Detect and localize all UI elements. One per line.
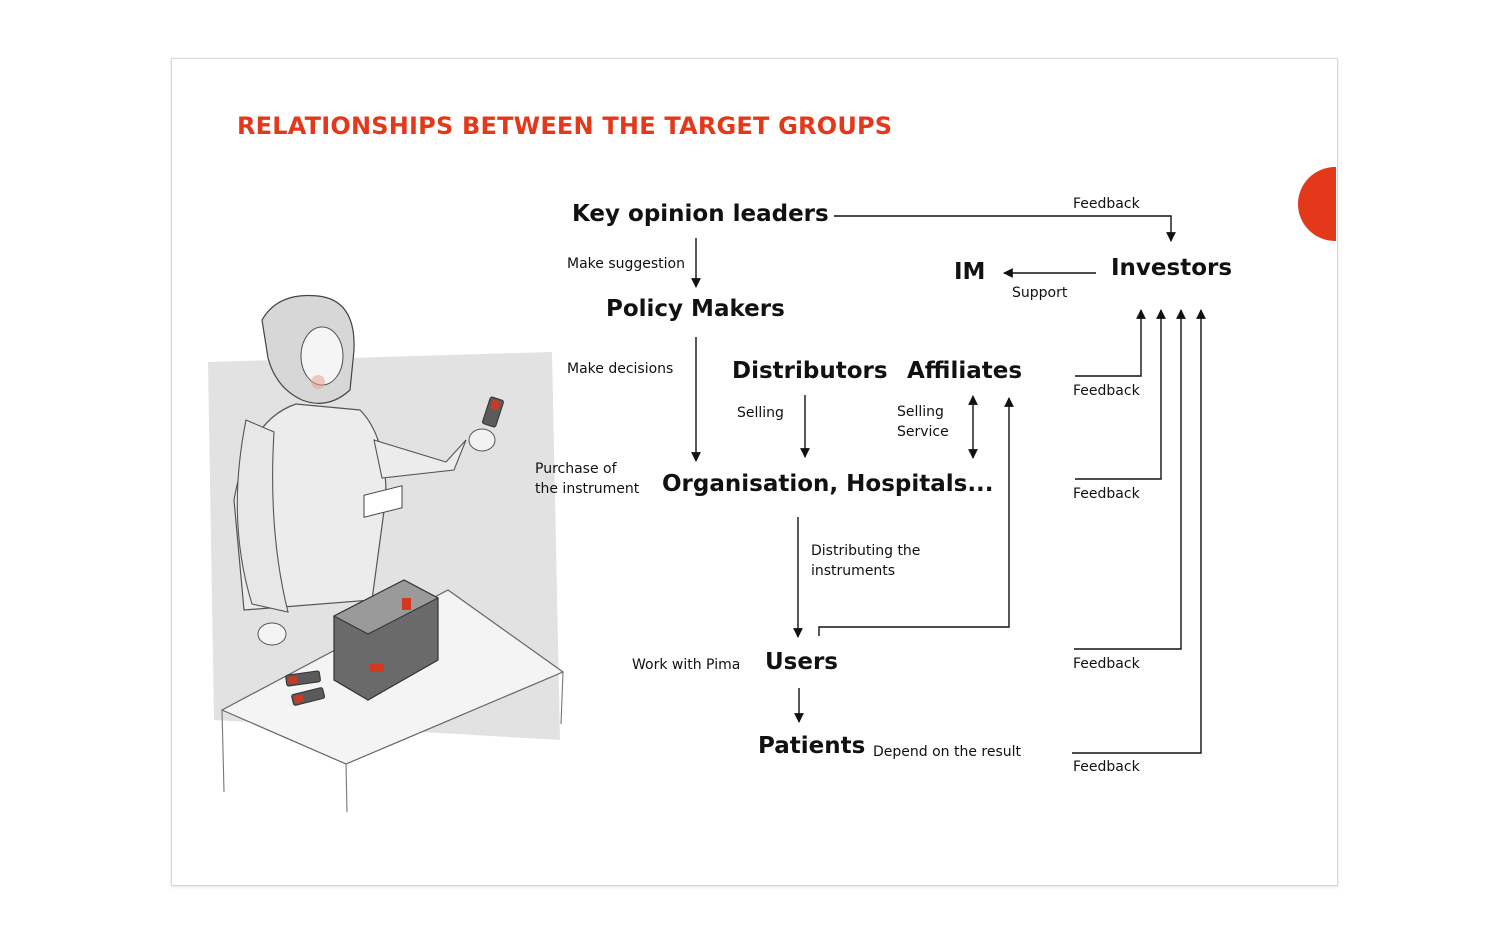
label-feedback-kol: Feedback [1073, 196, 1140, 212]
node-patients: Patients [758, 733, 866, 759]
node-policy-makers: Policy Makers [606, 296, 785, 322]
label-feedback-patients: Feedback [1073, 759, 1140, 775]
node-users: Users [765, 649, 838, 675]
label-work-with-pima: Work with Pima [632, 657, 741, 673]
arrow-kol-to-investors [834, 215, 1176, 242]
arrow-users-to-affiliates [818, 397, 1014, 636]
label-purchase-of-instrument: Purchase of the instrument [535, 461, 640, 497]
label-feedback-users: Feedback [1073, 656, 1140, 672]
arrow-feedback-users [1074, 309, 1186, 650]
node-organisation-hospitals: Organisation, Hospitals... [662, 471, 994, 497]
node-distributors: Distributors [732, 358, 888, 384]
page-title: RELATIONSHIPS BETWEEN THE TARGET GROUPS [237, 112, 893, 140]
label-feedback-organisation: Feedback [1073, 486, 1140, 502]
node-key-opinion-leaders: Key opinion leaders [572, 201, 829, 227]
node-im: IM [954, 259, 986, 285]
node-investors: Investors [1111, 255, 1233, 281]
label-make-suggestion: Make suggestion [567, 256, 685, 272]
label-make-decisions: Make decisions [567, 361, 674, 377]
arrow-feedback-organisation [1075, 309, 1166, 480]
label-depend-on-result: Depend on the result [873, 744, 1022, 760]
label-feedback-affiliates: Feedback [1073, 383, 1140, 399]
label-selling-service: Selling Service [897, 404, 949, 440]
node-affiliates: Affiliates [907, 358, 1023, 384]
label-selling: Selling [737, 405, 784, 421]
label-support: Support [1012, 285, 1068, 301]
arrow-feedback-affiliates [1075, 309, 1146, 377]
label-distributing-instruments: Distributing the instruments [811, 543, 921, 579]
arrow-feedback-patients [1072, 309, 1206, 754]
